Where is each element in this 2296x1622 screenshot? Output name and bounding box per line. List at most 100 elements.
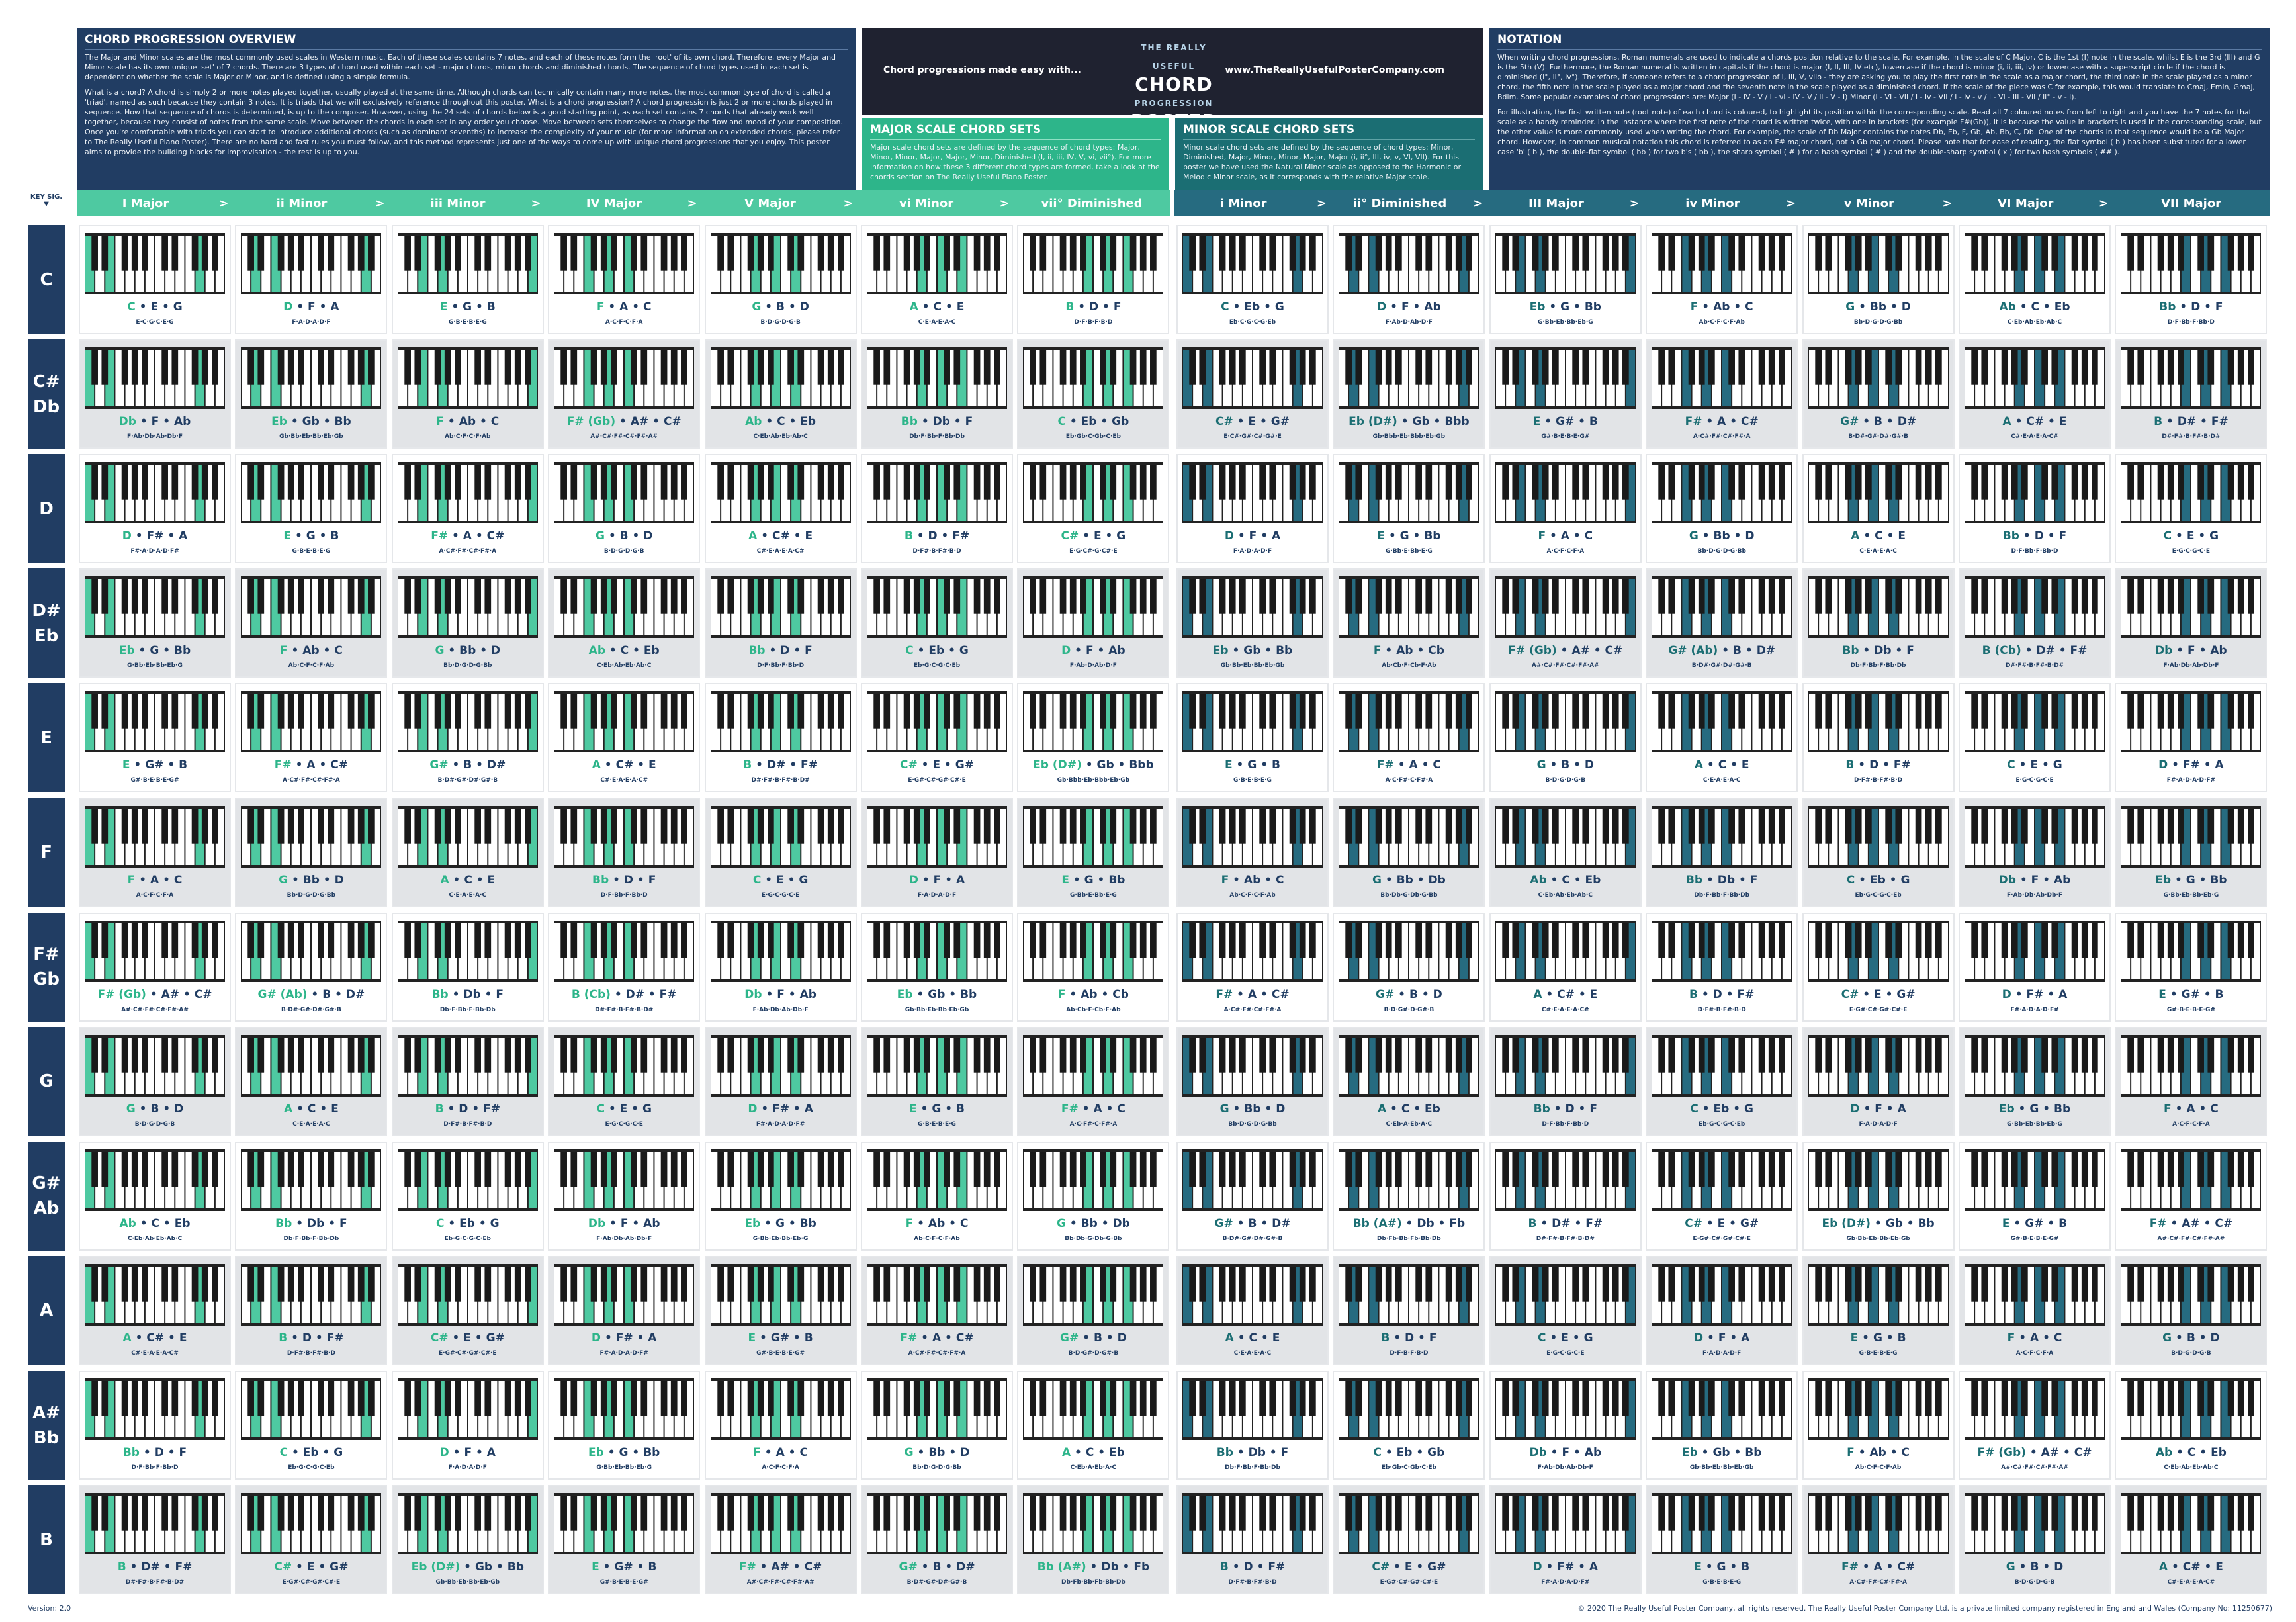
note-separator: • [1098,300,1114,314]
chord-notes: A • C • E [862,300,1012,314]
major-degree-label: IV Major [586,196,642,210]
chord-root-note: C [905,644,914,658]
piano-keyboard-icon [397,1149,538,1211]
minor-chord-cell: B • D • F#D·F#·B·F#·B·D [1802,683,1955,793]
note-separator: • [648,415,664,429]
chord-note: C [777,415,785,429]
chord-root-note: G [435,644,445,658]
piano-keyboard-icon [1495,1493,1636,1555]
chord-root-note: C [2163,529,2172,543]
major-chord-cell: B • D • F#D·F#·B·F#·B·D [861,454,1013,564]
logo-chord-text: CHORD [1135,73,1213,95]
chord-note: G# [955,758,974,772]
chord-note: A [955,873,965,887]
chord-root-note: G [1689,529,1699,543]
chord-note: C [1562,873,1570,887]
chord-root-note: D [122,529,132,543]
chord-notes: E • G# • B [2116,988,2266,1001]
chord-note: D [334,873,344,887]
inversion-sequence: B·D·G#·D·G#·B [1384,1006,1435,1013]
chord-note: A [306,758,316,772]
inversion-sequence: D·F#·B·F#·B·D [287,1349,335,1357]
piano-keyboard-icon [1182,805,1323,868]
piano-keyboard-icon [867,1493,1007,1555]
note-separator: • [1730,300,1745,314]
piano-keyboard-icon [554,1149,695,1211]
note-separator: • [1429,415,1445,429]
note-separator: • [472,300,487,314]
note-separator: • [1081,758,1097,772]
inversion-sequence: B·D#·G#·D#·G#·B [281,1006,341,1013]
chord-root-note: F [1373,644,1382,658]
inversion-sequence: F·Ab·D·Ab·D·F [1069,662,1117,670]
chord-note: B [956,1102,965,1116]
chord-notes: E • G# • B [80,758,230,772]
chord-notes: C • Eb • G [862,644,1012,657]
key-name: Eb [34,625,59,646]
note-separator: • [628,529,644,543]
note-separator: • [468,1102,484,1116]
chord-notes: Db • F • Ab [706,988,856,1001]
brand-website-link[interactable]: www.TheReallyUsefulPosterCompany.com [1225,65,1444,75]
minor-degree-label: ii° Diminished [1352,196,1447,210]
chord-notes: A • C# • E [2116,1560,2266,1574]
chord-root-note: Bb (A#) [1352,1216,1402,1230]
chord-note: E [619,1102,628,1116]
note-separator: • [1229,1102,1245,1116]
note-separator: • [1878,758,1894,772]
chord-root-note: Eb (D#) [1822,1216,1871,1230]
chord-note: A# [161,987,180,1001]
note-separator: • [1697,1446,1713,1459]
note-separator: • [315,529,331,543]
chord-notes: B • D • F# [862,529,1012,543]
chord-note: G [775,1216,785,1230]
piano-keyboard-icon [1808,920,1949,982]
chord-note: A [2215,758,2224,772]
chord-notes: D • F • A [862,874,1012,887]
note-separator: • [1546,1446,1562,1459]
chord-notes: Ab • C • Eb [1491,874,1640,887]
note-separator: • [1882,1102,1898,1116]
note-separator: • [448,529,463,543]
chord-note: C# [2026,415,2045,429]
piano-keyboard-icon [1023,805,1164,868]
chord-note: Db [463,987,481,1001]
chord-note: Db [932,415,950,429]
note-separator: • [633,758,649,772]
note-separator: • [1390,1331,1405,1345]
note-separator: • [1859,644,1875,658]
chord-root-note: B [117,1560,126,1574]
inversion-sequence: G·B·E·B·E·G [918,1120,956,1128]
chord-note: B [1272,758,1280,772]
note-separator: • [1413,873,1429,887]
inversion-sequence: C·Eb·Ab·Eb·Ab·C [753,433,808,441]
major-chord-cell: C# • E • G#E·G#·C#·G#·C#·E [391,1255,544,1365]
inversion-sequence: G·Bb·Eb·Bb·Eb·G [1537,319,1593,326]
note-separator: • [1065,987,1081,1001]
chord-root-note: F [1690,300,1699,314]
chord-note: C [1401,1102,1410,1116]
chord-notes: A • C • Eb [1334,1103,1483,1116]
chord-notes: B • D • F# [1804,758,1953,772]
minor-degree-label: III Major [1528,196,1584,210]
chord-root-note: A [748,529,758,543]
chord-note: F [2031,873,2039,887]
chord-note: C [1901,1446,1910,1459]
chord-note: G [642,1102,652,1116]
chord-root-note: A [122,1331,132,1345]
note-separator: • [1698,300,1714,314]
chord-note: Eb [2211,1446,2227,1459]
inversion-sequence: Ab·Cb·F·Cb·F·Ab [1066,1006,1121,1013]
note-separator: • [1886,300,1902,314]
chord-note: C [799,1446,808,1459]
chord-notes: F • A • C [706,1446,856,1459]
piano-keyboard-icon [710,1263,851,1326]
chord-root-note: C [2007,758,2015,772]
